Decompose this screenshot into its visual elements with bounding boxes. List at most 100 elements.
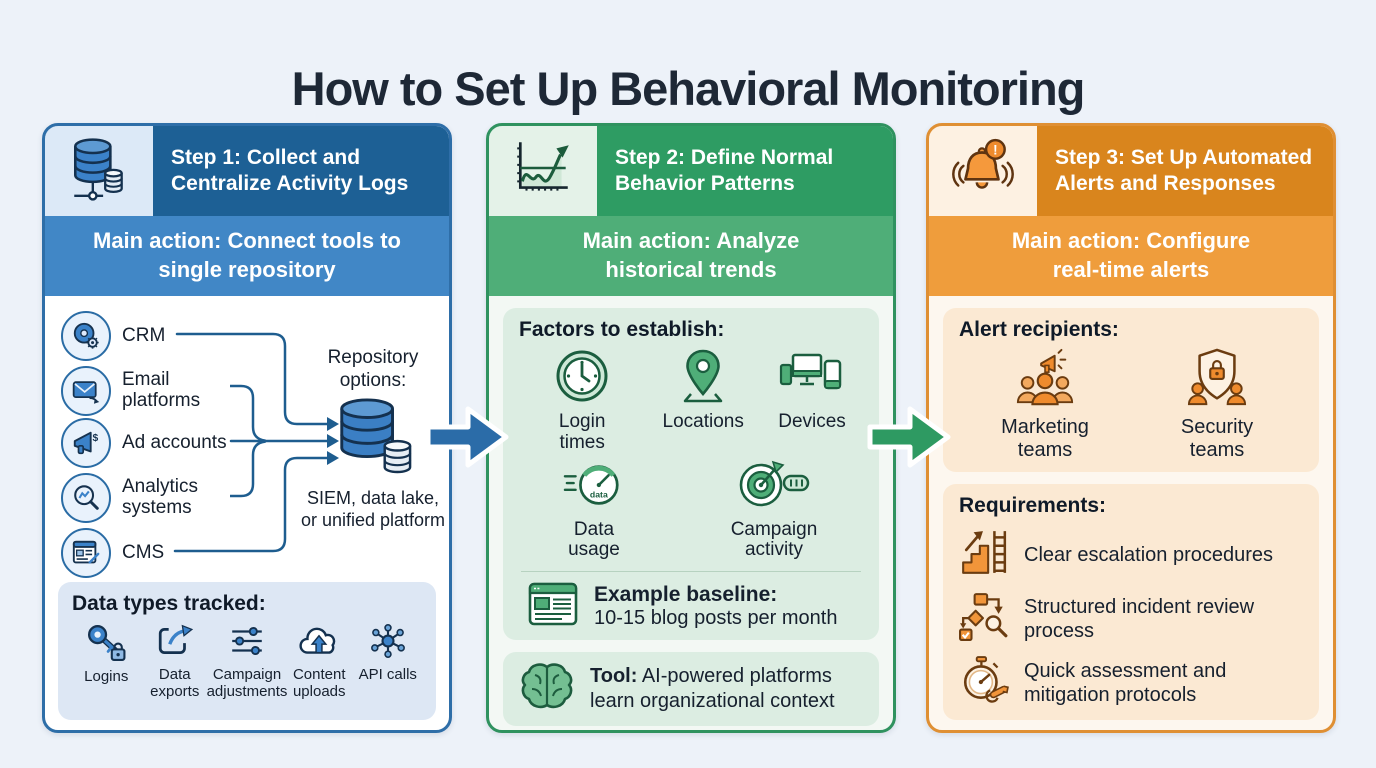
step1-header: Step 1: Collect and Centralize Activity … (45, 126, 449, 216)
recipient-marketing: Marketing teams (990, 348, 1100, 462)
baseline-row: Example baseline: 10-15 blog posts per m… (519, 581, 863, 632)
step2-main-action: Main action: Analyze historical trends (489, 216, 893, 296)
gauge-text: data (590, 489, 608, 499)
analytics-magnifier-icon (61, 473, 111, 523)
repository-desc: SIEM, data lake, or unified platform (300, 488, 446, 531)
source-email: Email platforms (61, 366, 230, 416)
requirement-escalation: Clear escalation procedures (959, 527, 1303, 582)
factor-label: Login times (558, 410, 606, 453)
factor-login-times: Login times (536, 348, 628, 454)
gauge-icon: data (563, 458, 625, 518)
factor-label: Campaign activity (730, 518, 818, 561)
source-ads: $ Ad accounts (61, 418, 227, 468)
repository-block: Repository options: SIEM, data lake, or … (297, 346, 449, 532)
data-type-exports: Data exports (141, 623, 210, 700)
step1-body: CRM Email platforms (45, 296, 449, 730)
data-type-api: API calls (354, 623, 423, 700)
requirement-assessment: Quick assessment and mitigation protocol… (959, 655, 1303, 710)
export-icon (156, 623, 194, 664)
requirement-text: Quick assessment and mitigation protocol… (1024, 659, 1227, 706)
factors-title: Factors to establish: (519, 318, 725, 341)
step1-icon-tile (45, 126, 153, 216)
alert-recipients-panel: Alert recipients: (943, 308, 1319, 472)
source-label: Ad accounts (122, 431, 227, 454)
data-type-label: API calls (358, 665, 417, 683)
database-network-icon (66, 136, 132, 207)
step3-column: ! Step 3: Set Up Automated Alerts and Re… (926, 123, 1336, 733)
sliders-icon (228, 623, 266, 664)
factor-label: Data usage (568, 518, 620, 561)
data-type-label: Data exports (150, 665, 200, 700)
divider (521, 571, 861, 573)
blog-page-icon (527, 581, 579, 632)
step2-header: Step 2: Define Normal Behavior Patterns (489, 126, 893, 216)
trend-chart-icon (510, 136, 576, 207)
step3-main-action: Main action: Configure real-time alerts (929, 216, 1333, 296)
megaphone-icon: $ (61, 418, 111, 468)
step1-main-action: Main action: Connect tools to single rep… (45, 216, 449, 296)
source-label: Email platforms (122, 370, 230, 412)
factor-label: Devices (778, 410, 846, 432)
alert-bell-icon: ! (950, 136, 1016, 207)
baseline-text: 10-15 blog posts per month (594, 607, 838, 630)
data-types-title: Data types tracked: (72, 592, 266, 615)
source-label: Analytics systems (122, 477, 230, 519)
baseline-label: Example baseline: (594, 583, 778, 607)
requirement-text: Structured incident review process (1024, 595, 1255, 642)
location-pin-icon (675, 348, 731, 410)
baseline-textblock: Example baseline: 10-15 blog posts per m… (594, 583, 838, 630)
tool-panel: Tool: AI-powered platforms learn organiz… (503, 652, 879, 727)
data-type-logins: Logins (72, 623, 141, 700)
step2-title: Step 2: Define Normal Behavior Patterns (615, 145, 834, 195)
repository-database-icon (297, 397, 449, 484)
data-types-row: Logins Data exports (72, 623, 422, 700)
data-type-label: Campaign adjustments (206, 665, 288, 700)
step2-column: Step 2: Define Normal Behavior Patterns … (486, 123, 896, 733)
step3-header: ! Step 3: Set Up Automated Alerts and Re… (929, 126, 1333, 216)
email-icon (61, 366, 111, 416)
step3-icon-tile: ! (929, 126, 1037, 216)
marketing-team-icon (1014, 348, 1076, 414)
requirements-title: Requirements: (959, 494, 1107, 517)
security-shield-icon (1186, 348, 1248, 414)
source-label: CMS (122, 541, 165, 564)
flow-arrow-step2-to-step3 (865, 400, 953, 479)
step1-title: Step 1: Collect and Centralize Activity … (171, 145, 409, 195)
incident-flowchart-icon (959, 591, 1009, 646)
step2-body: Factors to establish: Login times (489, 296, 893, 730)
requirement-incident-review: Structured incident review process (959, 591, 1303, 646)
requirement-text: Clear escalation procedures (1024, 543, 1274, 566)
stopwatch-wrench-icon (959, 655, 1009, 710)
tool-text: AI-powered platforms learn organizationa… (590, 665, 835, 713)
factor-label: Locations (662, 410, 744, 432)
factors-row-2: data Data usage (519, 458, 863, 562)
key-icon (86, 623, 126, 666)
devices-icon (779, 348, 845, 410)
source-connector-lines (173, 332, 339, 553)
brain-icon (519, 661, 575, 718)
data-type-label: Logins (84, 667, 129, 685)
factor-campaign-activity: Campaign activity (714, 458, 834, 562)
factors-row-1: Login times Locations (519, 348, 863, 454)
page-title: How to Set Up Behavioral Monitoring (291, 62, 1086, 116)
data-type-uploads: Content uploads (285, 623, 354, 700)
alert-badge-glyph: ! (993, 142, 997, 157)
recipient-security: Security teams (1162, 348, 1272, 462)
tool-textblock: Tool: AI-powered platforms learn organiz… (590, 664, 863, 714)
recipients-title: Alert recipients: (959, 318, 1119, 341)
escalation-stairs-icon (959, 527, 1009, 582)
crm-icon (61, 311, 111, 361)
clock-icon (554, 348, 610, 410)
step2-icon-tile (489, 126, 597, 216)
source-cms: CMS (61, 528, 165, 578)
step1-column: Step 1: Collect and Centralize Activity … (42, 123, 452, 733)
cms-page-icon (61, 528, 111, 578)
factor-data-usage: data Data usage (548, 458, 640, 562)
factors-panel: Factors to establish: Login times (503, 308, 879, 641)
factor-devices: Devices (778, 348, 846, 454)
recipients-row: Marketing teams (959, 348, 1303, 462)
data-type-campaign: Campaign adjustments (206, 623, 288, 700)
repository-label: Repository options: (327, 347, 419, 392)
api-network-icon (369, 623, 407, 664)
